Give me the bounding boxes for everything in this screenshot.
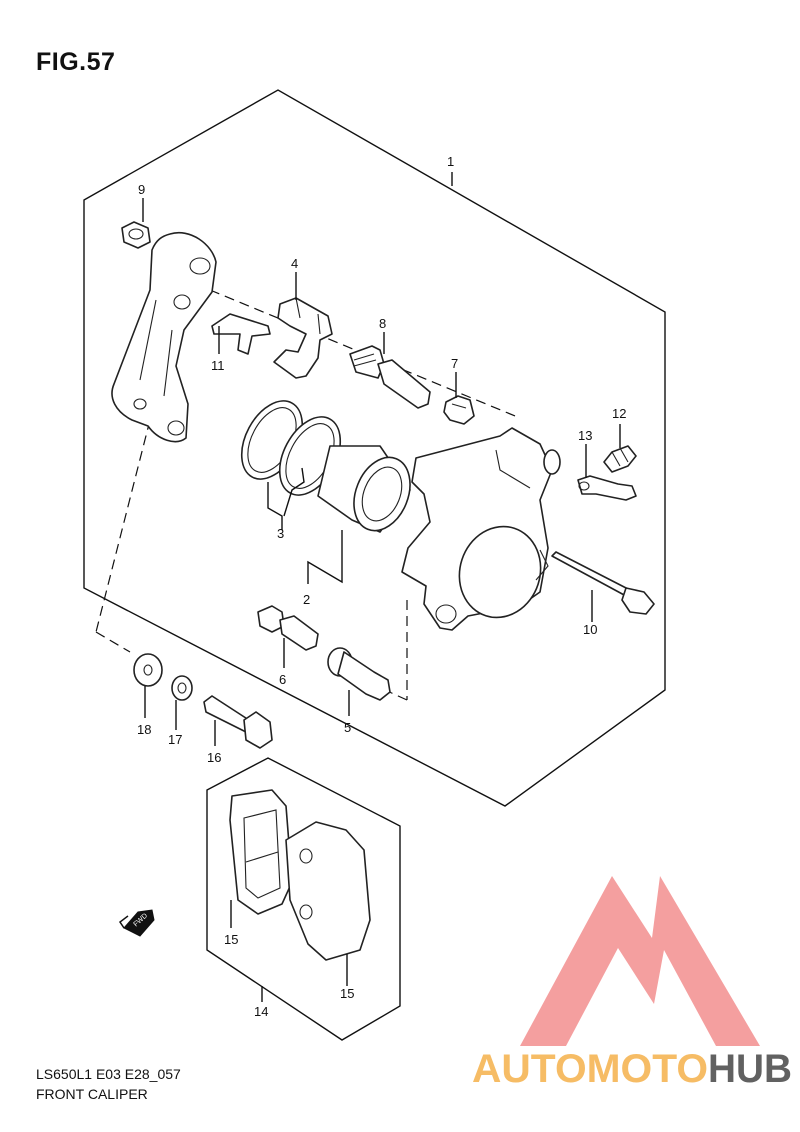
callout-6: 6: [279, 672, 286, 687]
callout-9: 9: [138, 182, 145, 197]
callout-8: 8: [379, 316, 386, 331]
callout-12: 12: [612, 406, 626, 421]
watermark-text-part-1: AUTOMOTO: [472, 1047, 708, 1091]
part-piston-2: [317, 445, 411, 533]
callout-15b: 15: [340, 986, 354, 1001]
part-nut: [121, 221, 151, 249]
callout-11: 11: [211, 358, 225, 373]
callout-1: 1: [447, 154, 454, 169]
figure-caption: FRONT CALIPER: [36, 1086, 148, 1102]
part-caliper-body: [401, 427, 561, 631]
guide-line: [95, 419, 151, 633]
callout-16: 16: [207, 750, 221, 765]
part-caliper-bracket: [111, 231, 217, 443]
callout-3: 3: [277, 526, 284, 541]
model-code: LS650L1 E03 E28_057: [36, 1066, 181, 1082]
figure-title: FIG.57: [36, 48, 116, 76]
part-bleeder-cap-13: [577, 475, 637, 501]
figure-footer: LS650L1 E03 E28_057 FRONT CALIPER: [36, 1064, 181, 1104]
watermark-text-part-2: HUB: [708, 1047, 792, 1091]
callout-17: 17: [168, 732, 182, 747]
callout-4: 4: [291, 256, 298, 271]
assembly-outline: [83, 89, 666, 807]
part-washer-18: [133, 653, 163, 687]
callout-18: 18: [137, 722, 151, 737]
part-slide-pin-6: [257, 605, 319, 651]
part-pad-spring-11: [211, 313, 271, 355]
part-mounting-bolt-16: [203, 695, 273, 749]
callout-15a: 15: [224, 932, 238, 947]
callout-5: 5: [344, 720, 351, 735]
triangle-m-logo: [520, 876, 760, 1046]
part-boot-7: [443, 395, 475, 425]
part-bolt-10: [551, 551, 655, 615]
callout-10: 10: [583, 622, 597, 637]
part-slide-pin-8: [349, 345, 431, 409]
part-pin-5: [327, 647, 391, 701]
part-lock-washer-17: [171, 675, 193, 701]
part-brake-pad-15a: [229, 789, 293, 915]
callout-13: 13: [578, 428, 592, 443]
callout-14: 14: [254, 1004, 268, 1019]
forward-arrow-icon: FWD: [118, 909, 155, 937]
part-pad-retainer-4: [273, 297, 333, 379]
pad-set-outline: [206, 757, 401, 1041]
guide-line: [95, 631, 131, 653]
part-bleeder-12: [603, 445, 637, 473]
leader-lines: [142, 172, 621, 1002]
callout-7: 7: [451, 356, 458, 371]
part-brake-pad-15b: [285, 821, 371, 961]
callout-2: 2: [303, 592, 310, 607]
